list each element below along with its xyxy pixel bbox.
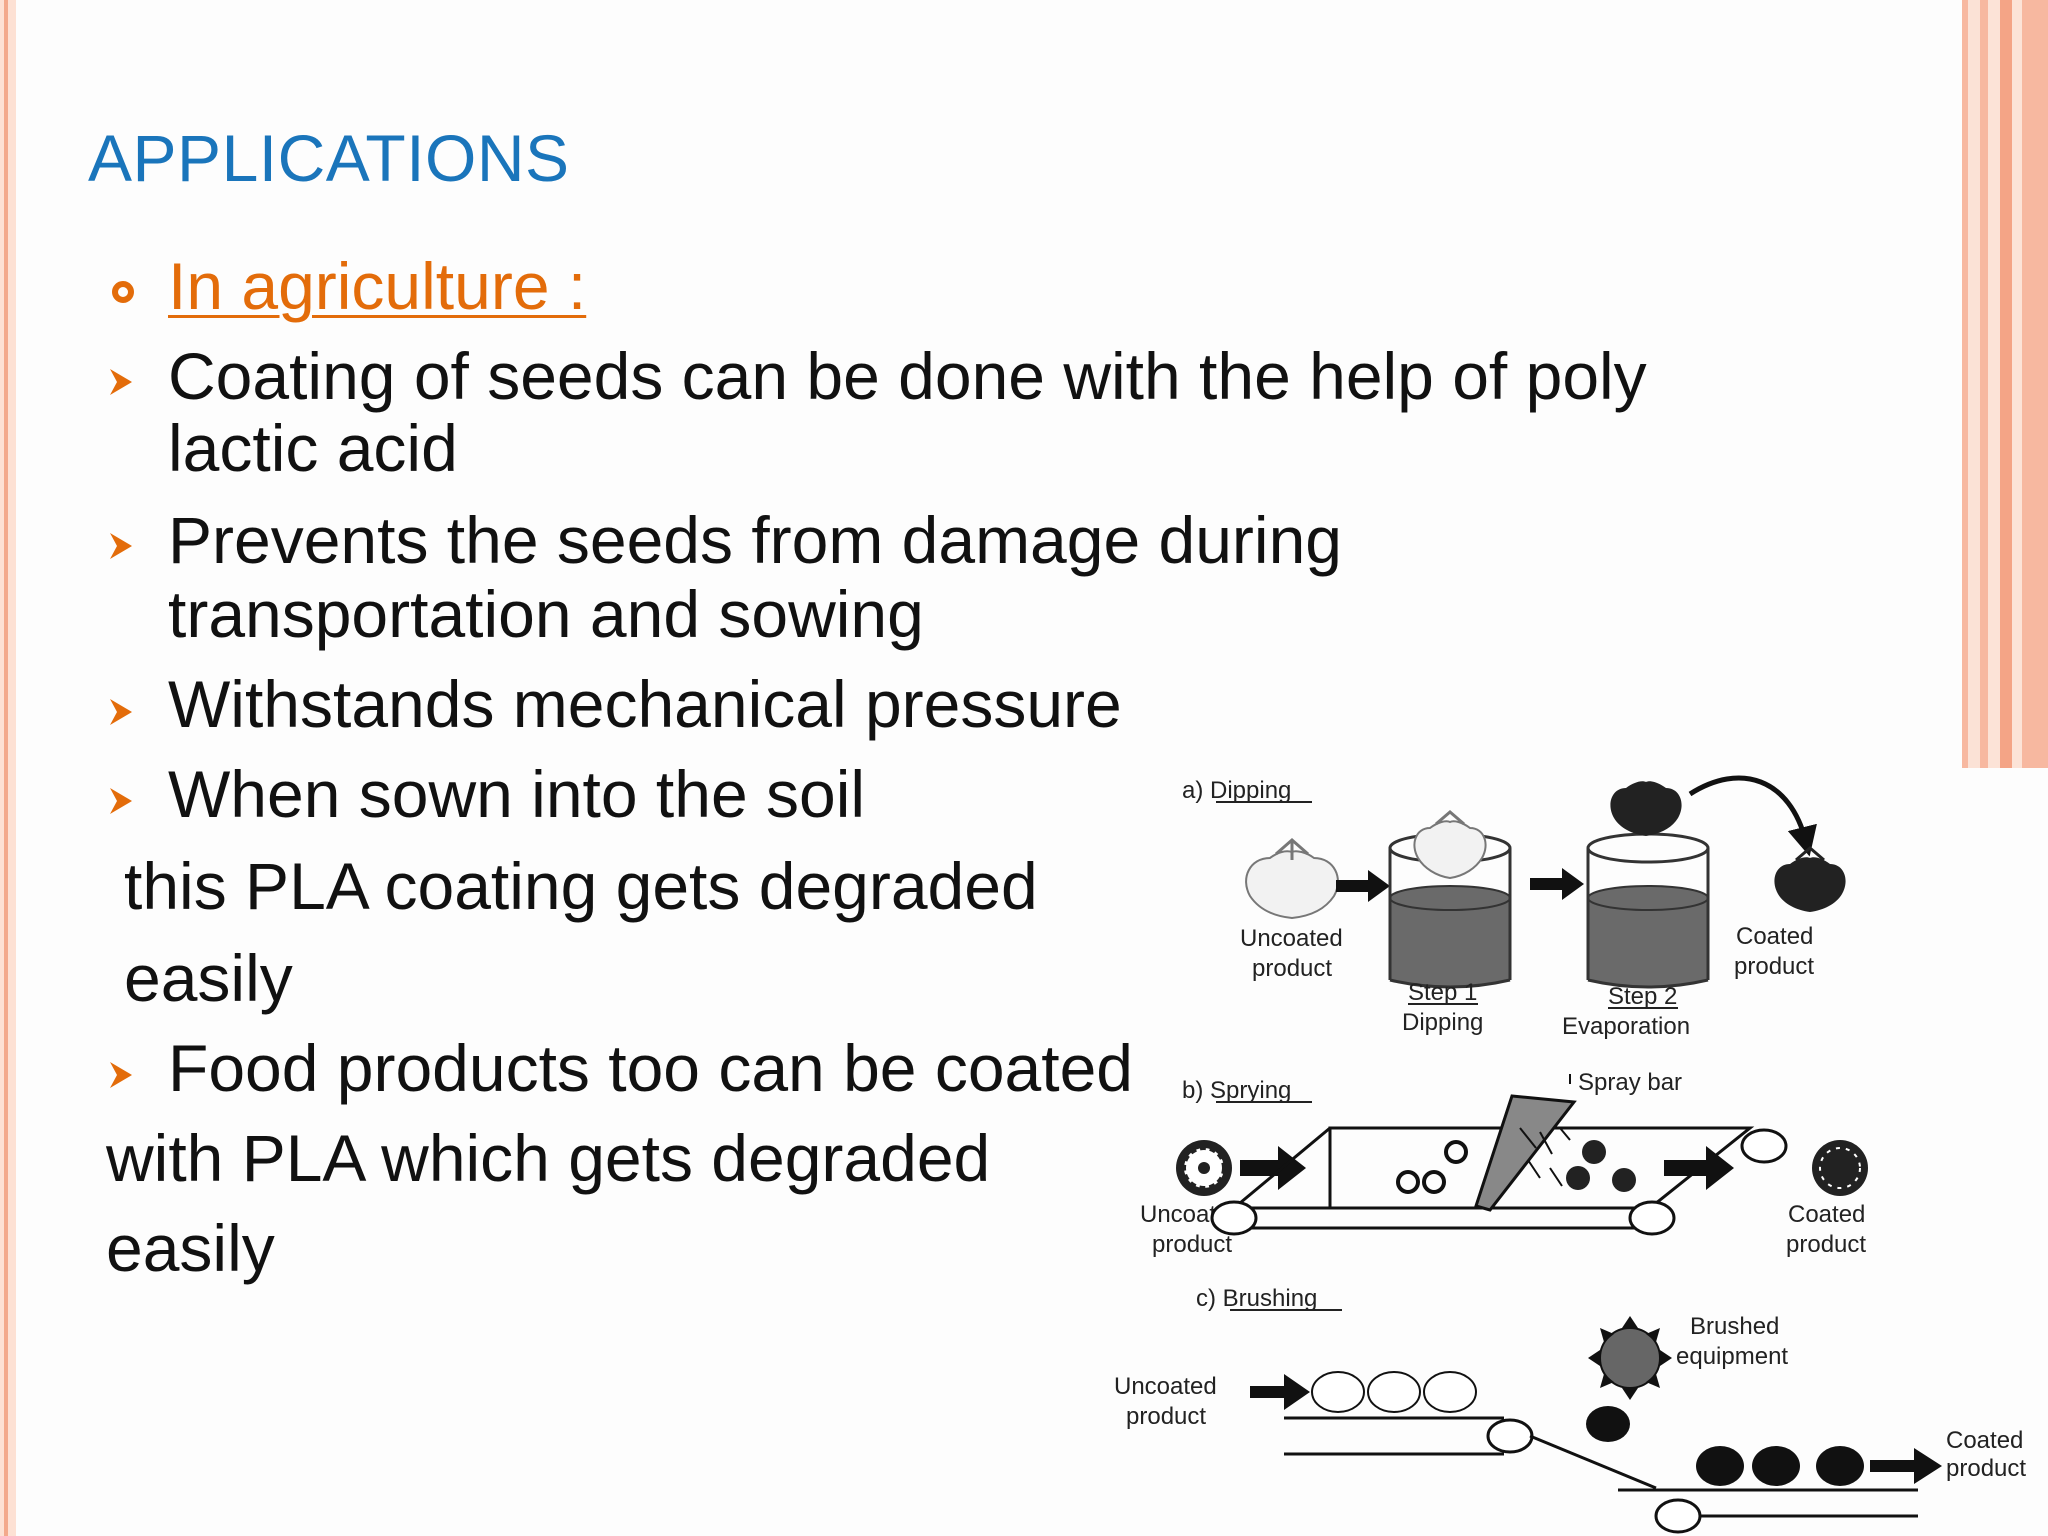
dipping-label: a) Dipping	[1182, 777, 1291, 804]
uncoated-label: product	[1152, 1231, 1232, 1258]
coated-label: Coated	[1946, 1427, 2023, 1454]
coated-apple-icon	[1586, 1406, 1630, 1442]
coated-label: product	[1734, 953, 1814, 980]
brushed-equipment-label: equipment	[1676, 1343, 1788, 1370]
bullet-text: this PLA coating gets degraded	[124, 849, 1038, 923]
bullet-text: transportation and sowing	[168, 577, 924, 651]
left-decorative-border	[0, 0, 16, 1536]
coated-strawberry-icon	[1774, 846, 1846, 912]
orange-slice-icon	[1176, 1140, 1232, 1196]
step1-label: Step 1	[1408, 979, 1477, 1006]
step1-label: Dipping	[1402, 1009, 1483, 1036]
spraying-section: b) Sprying Spray bar Uncoated product	[1140, 1069, 1868, 1258]
circle-bullet-icon	[112, 281, 134, 303]
spray-bar-label: Spray bar	[1578, 1069, 1682, 1096]
step2-label: Step 2	[1608, 983, 1677, 1010]
uncoated-label: product	[1252, 955, 1332, 982]
dip-beaker-icon	[1388, 810, 1512, 989]
uncoated-label: Uncoated	[1114, 1373, 1217, 1400]
bullet-text: Withstands mechanical pressure	[168, 667, 1122, 741]
slide-title: APPLICATIONS	[88, 121, 570, 195]
bullet-text: lactic acid	[168, 411, 458, 485]
arrow-bullet-icon	[110, 699, 132, 725]
spray-droplets	[1519, 1127, 1571, 1187]
right-decorative-border	[1962, 0, 2048, 768]
uncoated-label: Uncoated	[1240, 925, 1343, 952]
bullet-text: Coating of seeds can be done with the he…	[168, 339, 1647, 413]
coating-diagram: a) Dipping Uncoated product	[1114, 775, 2026, 1534]
coated-label: Coated	[1788, 1201, 1865, 1228]
spray-bar-icon	[1474, 1094, 1577, 1212]
dipping-section: a) Dipping Uncoated product	[1182, 775, 1846, 1040]
coated-apple-icon	[1696, 1446, 1864, 1486]
step2-label: Evaporation	[1562, 1013, 1690, 1040]
brushed-equipment-label: Brushed	[1690, 1313, 1779, 1340]
bullet-text: easily	[106, 1211, 275, 1285]
bullet-text: with PLA which gets degraded	[106, 1121, 991, 1195]
bullet-text: Prevents the seeds from damage during	[168, 503, 1342, 577]
strawberry-icon	[1245, 838, 1339, 920]
arrow-bullet-icon	[110, 788, 132, 814]
brush-icon	[1588, 1316, 1672, 1400]
coated-orange-slice-icon	[1812, 1140, 1868, 1196]
uncoated-apple-icon	[1311, 1371, 1477, 1413]
bullet-text: Food products too can be coated	[168, 1031, 1133, 1105]
arrow-bullet-icon	[110, 369, 132, 395]
evaporation-beaker-icon	[1586, 781, 1710, 989]
arrow-bullet-icon	[110, 1062, 132, 1088]
coated-label: Coated	[1736, 923, 1813, 950]
bullet-text: easily	[124, 941, 293, 1015]
coated-label: product	[1946, 1455, 2026, 1482]
brushing-conveyor	[1284, 1416, 1918, 1534]
coating-methods-figure: a) Dipping Uncoated product	[1100, 768, 2048, 1536]
coated-label: product	[1786, 1231, 1866, 1258]
uncoated-label: product	[1126, 1403, 1206, 1430]
arrow-bullet-icon	[110, 533, 132, 559]
conveyor-belt	[1210, 1126, 1788, 1236]
subheading: In agriculture :	[168, 249, 587, 323]
spraying-label: b) Sprying	[1182, 1077, 1291, 1104]
bullet-text: When sown into the soil	[168, 757, 866, 831]
brushing-label: c) Brushing	[1196, 1285, 1317, 1312]
brushing-section: c) Brushing Uncoated product	[1114, 1285, 2026, 1534]
